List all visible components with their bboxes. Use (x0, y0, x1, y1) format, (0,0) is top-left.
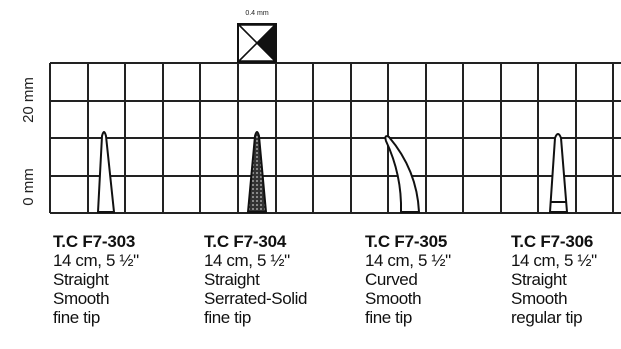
tip-f7-305 (384, 135, 421, 213)
scale-indicator-label: 0.4 mm (245, 10, 269, 17)
length-text: 14 cm, 5 ½" (365, 251, 451, 270)
shape-text: Curved (365, 270, 418, 289)
product-code: T.C F7-305 (365, 232, 448, 251)
shape-text: Straight (53, 270, 109, 289)
length-text: 14 cm, 5 ½" (53, 251, 139, 270)
spec-f7-305: T.C F7-305 14 cm, 5 ½" Curved Smooth fin… (365, 232, 495, 328)
tip-f7-306 (548, 133, 569, 213)
tip-text: fine tip (365, 308, 412, 327)
surface-text: Serrated-Solid (204, 289, 308, 308)
scale-indicator: 0.4 mm (237, 10, 277, 63)
product-code: T.C F7-304 (204, 232, 287, 251)
tip-text: fine tip (53, 308, 100, 327)
axis-label-bottom: 0 mm (20, 168, 37, 206)
product-code: T.C F7-303 (53, 232, 136, 251)
tip-text: regular tip (511, 308, 583, 327)
tip-text: fine tip (204, 308, 251, 327)
surface-text: Smooth (511, 289, 568, 308)
surface-text: Smooth (53, 289, 110, 308)
grid (49, 62, 621, 214)
length-text: 14 cm, 5 ½" (511, 251, 597, 270)
shape-text: Straight (204, 270, 260, 289)
length-text: 14 cm, 5 ½" (204, 251, 290, 270)
tip-f7-303 (96, 131, 116, 213)
axis-label-top: 20 mm (20, 77, 37, 123)
spec-f7-303: T.C F7-303 14 cm, 5 ½" Straight Smooth f… (53, 232, 183, 328)
spec-f7-304: T.C F7-304 14 cm, 5 ½" Straight Serrated… (204, 232, 334, 328)
tip-f7-304 (246, 131, 268, 213)
shape-text: Straight (511, 270, 567, 289)
surface-text: Smooth (365, 289, 422, 308)
product-code: T.C F7-306 (511, 233, 594, 251)
spec-f7-306: T.C F7-306 14 cm, 5 ½" Straight Smooth r… (511, 233, 621, 328)
